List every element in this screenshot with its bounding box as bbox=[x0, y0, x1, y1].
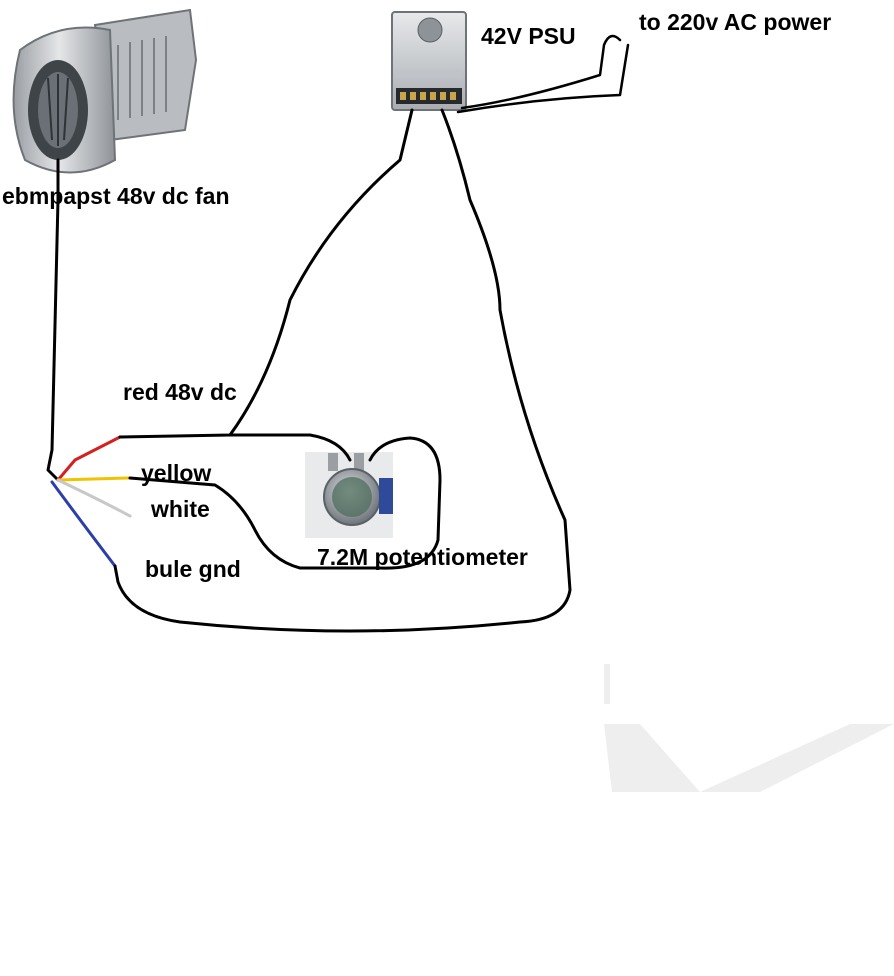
blue-wire bbox=[50, 480, 117, 568]
fan-label: ebmpapst 48v dc fan bbox=[2, 183, 230, 209]
yellow-wire-label: yellow bbox=[141, 460, 211, 486]
psu-positive-wire bbox=[118, 108, 414, 439]
psu-label: 42V PSU bbox=[481, 23, 576, 49]
pot-wiper-loop-wire bbox=[128, 436, 442, 570]
blower-fan-icon bbox=[12, 8, 198, 174]
power-supply-icon bbox=[391, 11, 467, 111]
fan-lead-wire bbox=[46, 158, 60, 482]
ac-power-label: to 220v AC power bbox=[639, 9, 831, 35]
potentiometer-label: 7.2M potentiometer bbox=[317, 544, 528, 570]
potentiometer-icon bbox=[305, 452, 393, 538]
ac-wire-b bbox=[456, 43, 630, 114]
red-wire-label: red 48v dc bbox=[123, 379, 237, 405]
watermark-shape bbox=[604, 664, 894, 792]
yellow-wire bbox=[56, 476, 132, 482]
white-wire-label: white bbox=[150, 496, 210, 522]
psu-ground-wire bbox=[113, 108, 572, 633]
white-wire bbox=[56, 478, 132, 518]
blue-wire-label: bule gnd bbox=[145, 556, 241, 582]
red-wire bbox=[56, 435, 122, 482]
pot-feed-wire bbox=[228, 433, 352, 462]
ac-wire-a bbox=[460, 34, 622, 110]
